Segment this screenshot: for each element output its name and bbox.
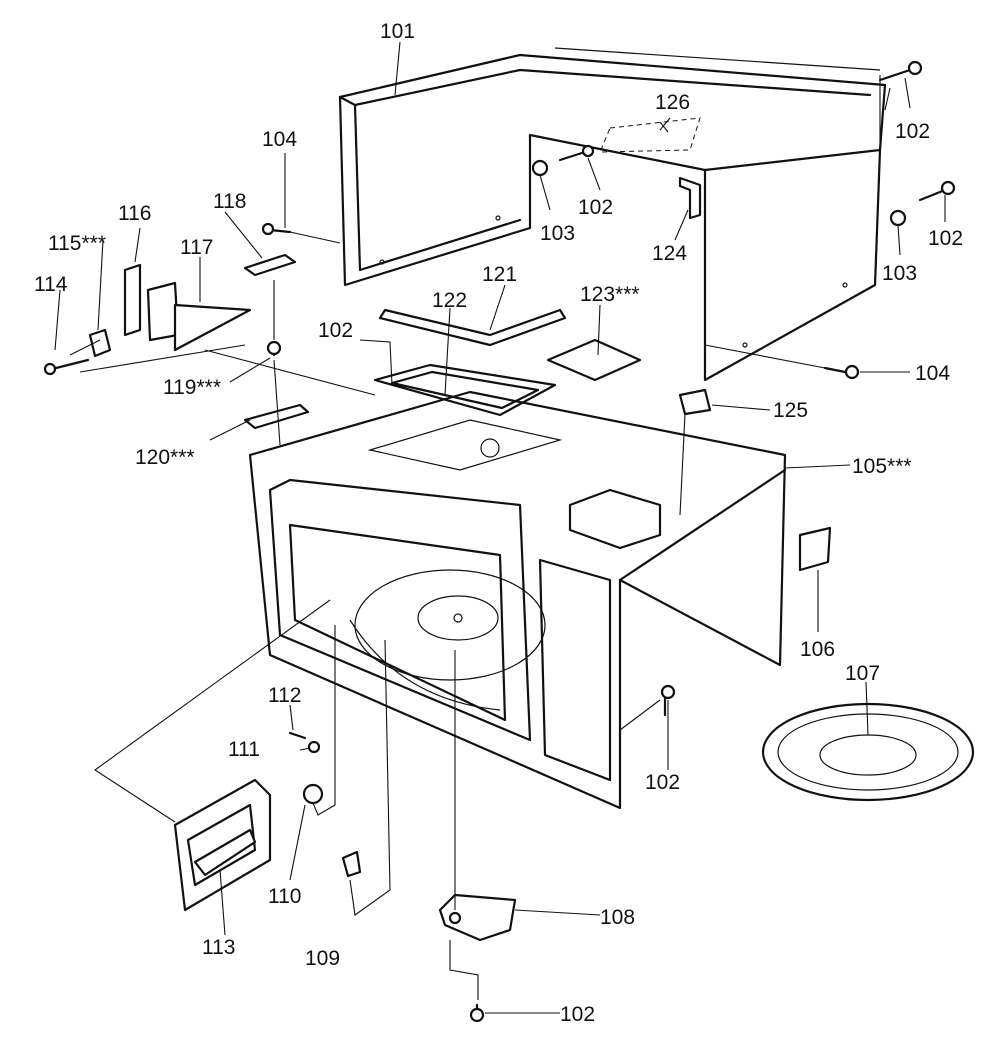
label-103-center: 103 [540, 222, 575, 245]
washer-103-center [531, 159, 549, 177]
washer-103-right [889, 209, 907, 227]
cover-106 [798, 526, 832, 572]
block-125 [678, 388, 712, 416]
label-121: 121 [482, 263, 517, 286]
label-102-center: 102 [578, 196, 613, 219]
plate-123 [546, 338, 642, 382]
label-119: 119*** [163, 376, 221, 399]
turntable-107 [761, 702, 975, 802]
block-118 [243, 253, 297, 277]
screw-102-bottom [469, 1003, 485, 1023]
label-126: 126 [655, 91, 690, 114]
screw-102-center [558, 144, 595, 162]
label-110: 110 [268, 885, 301, 908]
screw-102-top-right [878, 60, 923, 82]
switch-assembly-114-117 [43, 263, 252, 376]
screw-104-left [261, 222, 292, 236]
coupler-109 [341, 850, 362, 878]
label-125: 125 [773, 399, 808, 422]
gasket-121 [378, 308, 567, 347]
label-122: 122 [432, 289, 467, 312]
label-114: 114 [34, 273, 68, 296]
part-labels: 101 126 102 104 102 116 118 103 102 115*… [34, 20, 963, 1026]
latch-113 [173, 778, 272, 912]
label-109: 109 [305, 947, 340, 970]
label-107: 107 [845, 662, 880, 685]
label-102-right: 102 [928, 227, 963, 250]
leader-lines [54, 41, 946, 1014]
label-116: 116 [118, 202, 151, 225]
label-113: 113 [202, 936, 235, 959]
label-123: 123*** [580, 283, 640, 306]
bracket-124 [678, 176, 702, 220]
label-105: 105*** [852, 455, 912, 478]
screw-104-right [823, 364, 860, 380]
label-118: 118 [213, 190, 246, 213]
label-111: 111 [228, 738, 260, 761]
label-115: 115*** [48, 232, 106, 255]
label-120: 120*** [135, 446, 195, 469]
label-117: 117 [180, 236, 213, 259]
label-102-mid: 102 [318, 319, 353, 342]
label-124: 124 [652, 242, 687, 265]
label-108: 108 [600, 906, 635, 929]
label-104-left: 104 [262, 128, 297, 151]
label-101: 101 [380, 20, 415, 43]
label-102-bottom: 102 [560, 1003, 595, 1026]
screw-102-lower [660, 684, 676, 717]
label-112: 112 [268, 684, 301, 707]
outer-cabinet-101 [338, 47, 887, 382]
label-106: 106 [800, 638, 835, 661]
frame-122 [373, 363, 557, 417]
label-104-right: 104 [915, 362, 950, 385]
roller-110 [302, 783, 324, 805]
nut-111 [307, 740, 321, 754]
chassis-105 [248, 390, 787, 810]
label-102-top-right: 102 [895, 120, 930, 143]
motor-108 [438, 893, 517, 942]
pin-112 [288, 731, 307, 740]
screw-102-right [918, 180, 956, 202]
bracket-120 [243, 403, 310, 430]
label-102-lower: 102 [645, 771, 680, 794]
screw-119 [266, 340, 282, 357]
label-103-right: 103 [882, 262, 917, 285]
